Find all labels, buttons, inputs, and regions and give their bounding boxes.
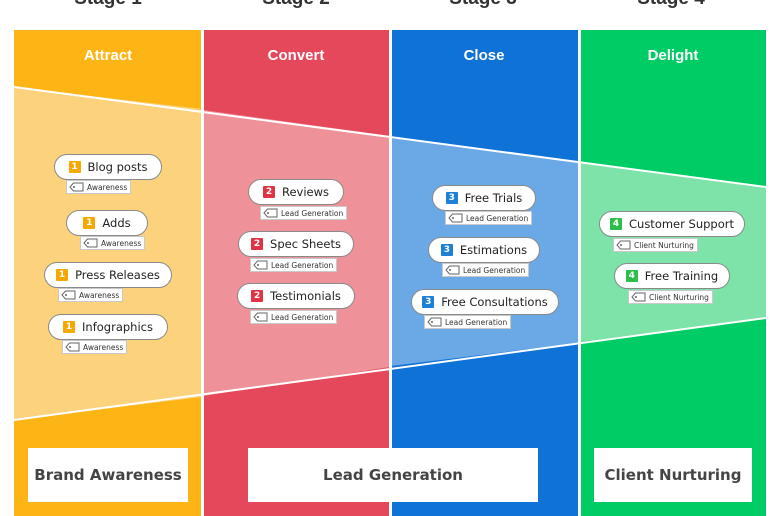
tag-label: Lead Generation [445, 317, 508, 327]
item-estimations[interactable]: 3 Estimations [428, 237, 540, 263]
item-press-releases[interactable]: 1 Press Releases [44, 262, 172, 288]
tag-label: Lead Generation [281, 208, 344, 218]
tag-icon [65, 342, 80, 352]
item-label: Estimations [459, 243, 528, 257]
item-label: Infographics [82, 320, 153, 334]
tag-label: Awareness [101, 238, 142, 248]
tag-client-nurturing: Client Nurturing [628, 290, 713, 304]
badge-stage-1: 1 [63, 321, 76, 333]
badge-stage-3: 3 [445, 192, 458, 204]
footer-lead-generation: Lead Generation [248, 448, 538, 502]
tag-lead-generation: Lead Generation [260, 206, 348, 220]
badge-stage-2: 2 [251, 290, 264, 302]
tag-icon [427, 317, 442, 327]
tag-icon [263, 208, 278, 218]
item-reviews[interactable]: 2 Reviews [248, 179, 344, 205]
band-delight [580, 162, 766, 342]
tag-awareness: Awareness [58, 288, 124, 302]
item-free-training[interactable]: 4 Free Training [614, 263, 730, 289]
item-blog-posts[interactable]: 1 Blog posts [54, 154, 162, 180]
tag-awareness: Awareness [62, 340, 128, 354]
item-label: Free Consultations [441, 295, 548, 309]
item-label: Free Trials [464, 191, 523, 205]
item-testimonials[interactable]: 2 Testimonials [237, 283, 355, 309]
badge-stage-1: 1 [68, 161, 81, 173]
item-label: Adds [102, 216, 131, 230]
column-header-attract: Attract [84, 47, 132, 64]
item-spec-sheets[interactable]: 2 Spec Sheets [238, 231, 354, 257]
tag-lead-generation: Lead Generation [424, 315, 512, 329]
item-label: Press Releases [75, 268, 160, 282]
item-adds[interactable]: 1 Adds [66, 210, 148, 236]
tag-label: Lead Generation [271, 260, 334, 270]
tag-awareness: Awareness [80, 236, 146, 250]
badge-stage-2: 2 [262, 186, 275, 198]
tag-icon [61, 290, 76, 300]
tag-lead-generation: Lead Generation [442, 263, 530, 277]
badge-stage-4: 4 [610, 218, 622, 230]
tag-icon [253, 260, 268, 270]
item-label: Testimonials [270, 289, 341, 303]
tag-icon [83, 238, 98, 248]
tag-label: Awareness [83, 342, 124, 352]
badge-stage-3: 3 [440, 244, 453, 256]
tag-icon [631, 292, 646, 302]
tag-label: Client Nurturing [634, 240, 694, 250]
tag-icon [448, 213, 463, 223]
footer-brand-awareness: Brand Awareness [28, 448, 188, 502]
stage-title-2: Stage 2 [236, 0, 356, 10]
tag-label: Client Nurturing [649, 292, 709, 302]
item-label: Reviews [281, 185, 330, 199]
item-label: Customer Support [629, 217, 734, 231]
tag-label: Awareness [87, 182, 128, 192]
tag-label: Awareness [79, 290, 120, 300]
badge-stage-4: 4 [625, 270, 638, 282]
badge-stage-1: 1 [83, 217, 96, 229]
badge-stage-1: 1 [56, 269, 69, 281]
tag-lead-generation: Lead Generation [250, 258, 338, 272]
column-header-delight: Delight [648, 47, 699, 64]
band-attract [14, 87, 202, 420]
item-free-trials[interactable]: 3 Free Trials [432, 185, 536, 211]
tag-icon [69, 182, 84, 192]
item-label: Free Training [644, 269, 719, 283]
column-header-close: Close [464, 47, 505, 64]
tag-label: Lead Generation [463, 265, 526, 275]
stage-title-4: Stage 4 [611, 0, 731, 10]
tag-icon [253, 312, 268, 322]
stage-title-3: Stage 3 [423, 0, 543, 10]
badge-stage-2: 2 [251, 238, 264, 250]
item-label: Spec Sheets [270, 237, 341, 251]
badge-stage-3: 3 [422, 296, 435, 308]
column-header-convert: Convert [268, 47, 325, 64]
item-free-consultations[interactable]: 3 Free Consultations [411, 289, 559, 315]
tag-lead-generation: Lead Generation [445, 211, 533, 225]
tag-lead-generation: Lead Generation [250, 310, 338, 324]
footer-client-nurturing: Client Nurturing [594, 448, 752, 502]
item-customer-support[interactable]: 4 Customer Support [599, 211, 745, 237]
tag-label: Lead Generation [466, 213, 529, 223]
tag-client-nurturing: Client Nurturing [613, 238, 698, 252]
tag-icon [445, 265, 460, 275]
tag-label: Lead Generation [271, 312, 334, 322]
stage-title-1: Stage 1 [48, 0, 168, 10]
tag-icon [616, 240, 631, 250]
item-label: Blog posts [87, 160, 148, 174]
item-infographics[interactable]: 1 Infographics [48, 314, 168, 340]
tag-awareness: Awareness [66, 180, 132, 194]
